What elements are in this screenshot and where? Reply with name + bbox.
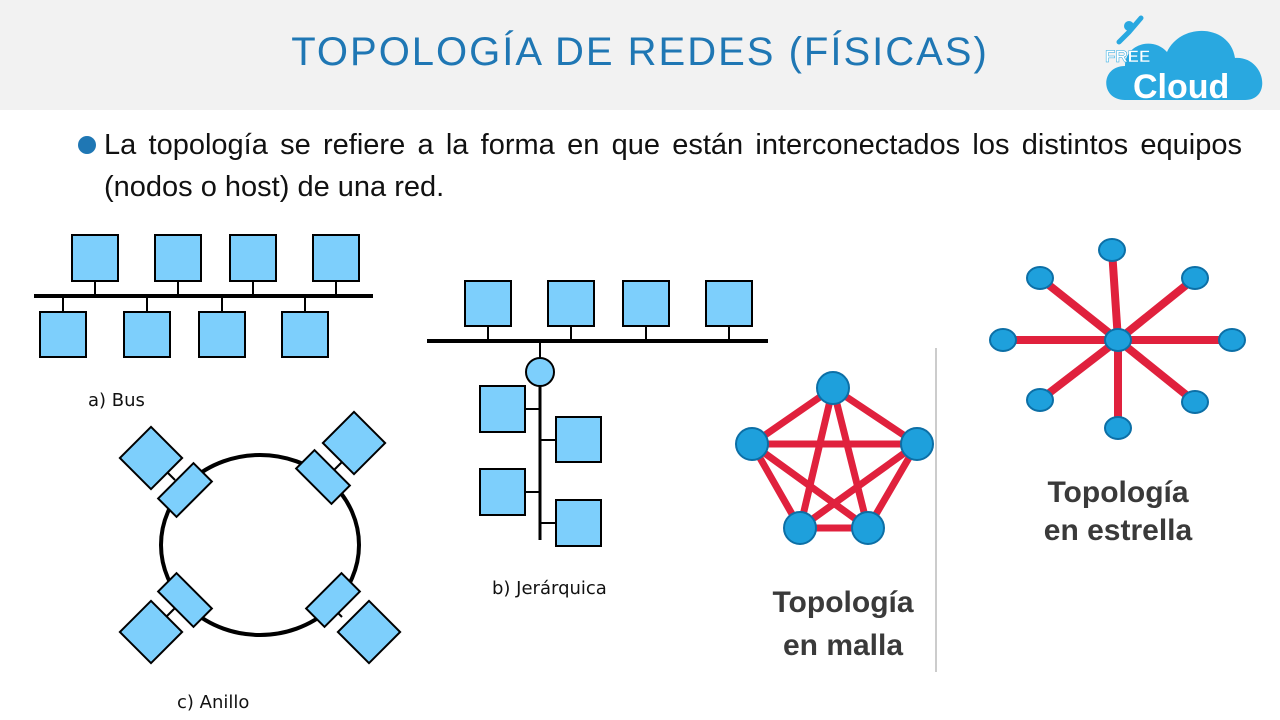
bullet-text: La topología se refiere a la forma en qu… — [104, 129, 1242, 203]
star-topology-diagram — [989, 238, 1246, 440]
mesh-topology-diagram — [735, 371, 934, 545]
star-caption-line2: en estrella — [1044, 514, 1193, 547]
star-caption-line1: Topología — [1047, 476, 1188, 509]
bullet-icon — [78, 136, 96, 154]
mesh-caption-line2: en malla — [783, 629, 903, 662]
logo-free-text: FREE — [1105, 47, 1150, 66]
mesh-caption-line1: Topología — [772, 586, 913, 619]
ring-topology-diagram — [118, 410, 402, 665]
hierarchical-caption: b) Jerárquica — [492, 578, 607, 599]
bus-caption: a) Bus — [88, 390, 145, 411]
bus-topology-diagram — [34, 234, 373, 358]
slide-title: TOPOLOGÍA DE REDES (FÍSICAS) — [291, 30, 989, 74]
person-icon — [1116, 15, 1144, 45]
ring-caption: c) Anillo — [177, 692, 249, 713]
freecloud-logo: FREE Cloud — [1105, 15, 1263, 106]
slide-header — [0, 0, 1280, 110]
logo-cloud-text: Cloud — [1133, 68, 1229, 106]
hierarchical-topology-diagram — [427, 280, 768, 547]
